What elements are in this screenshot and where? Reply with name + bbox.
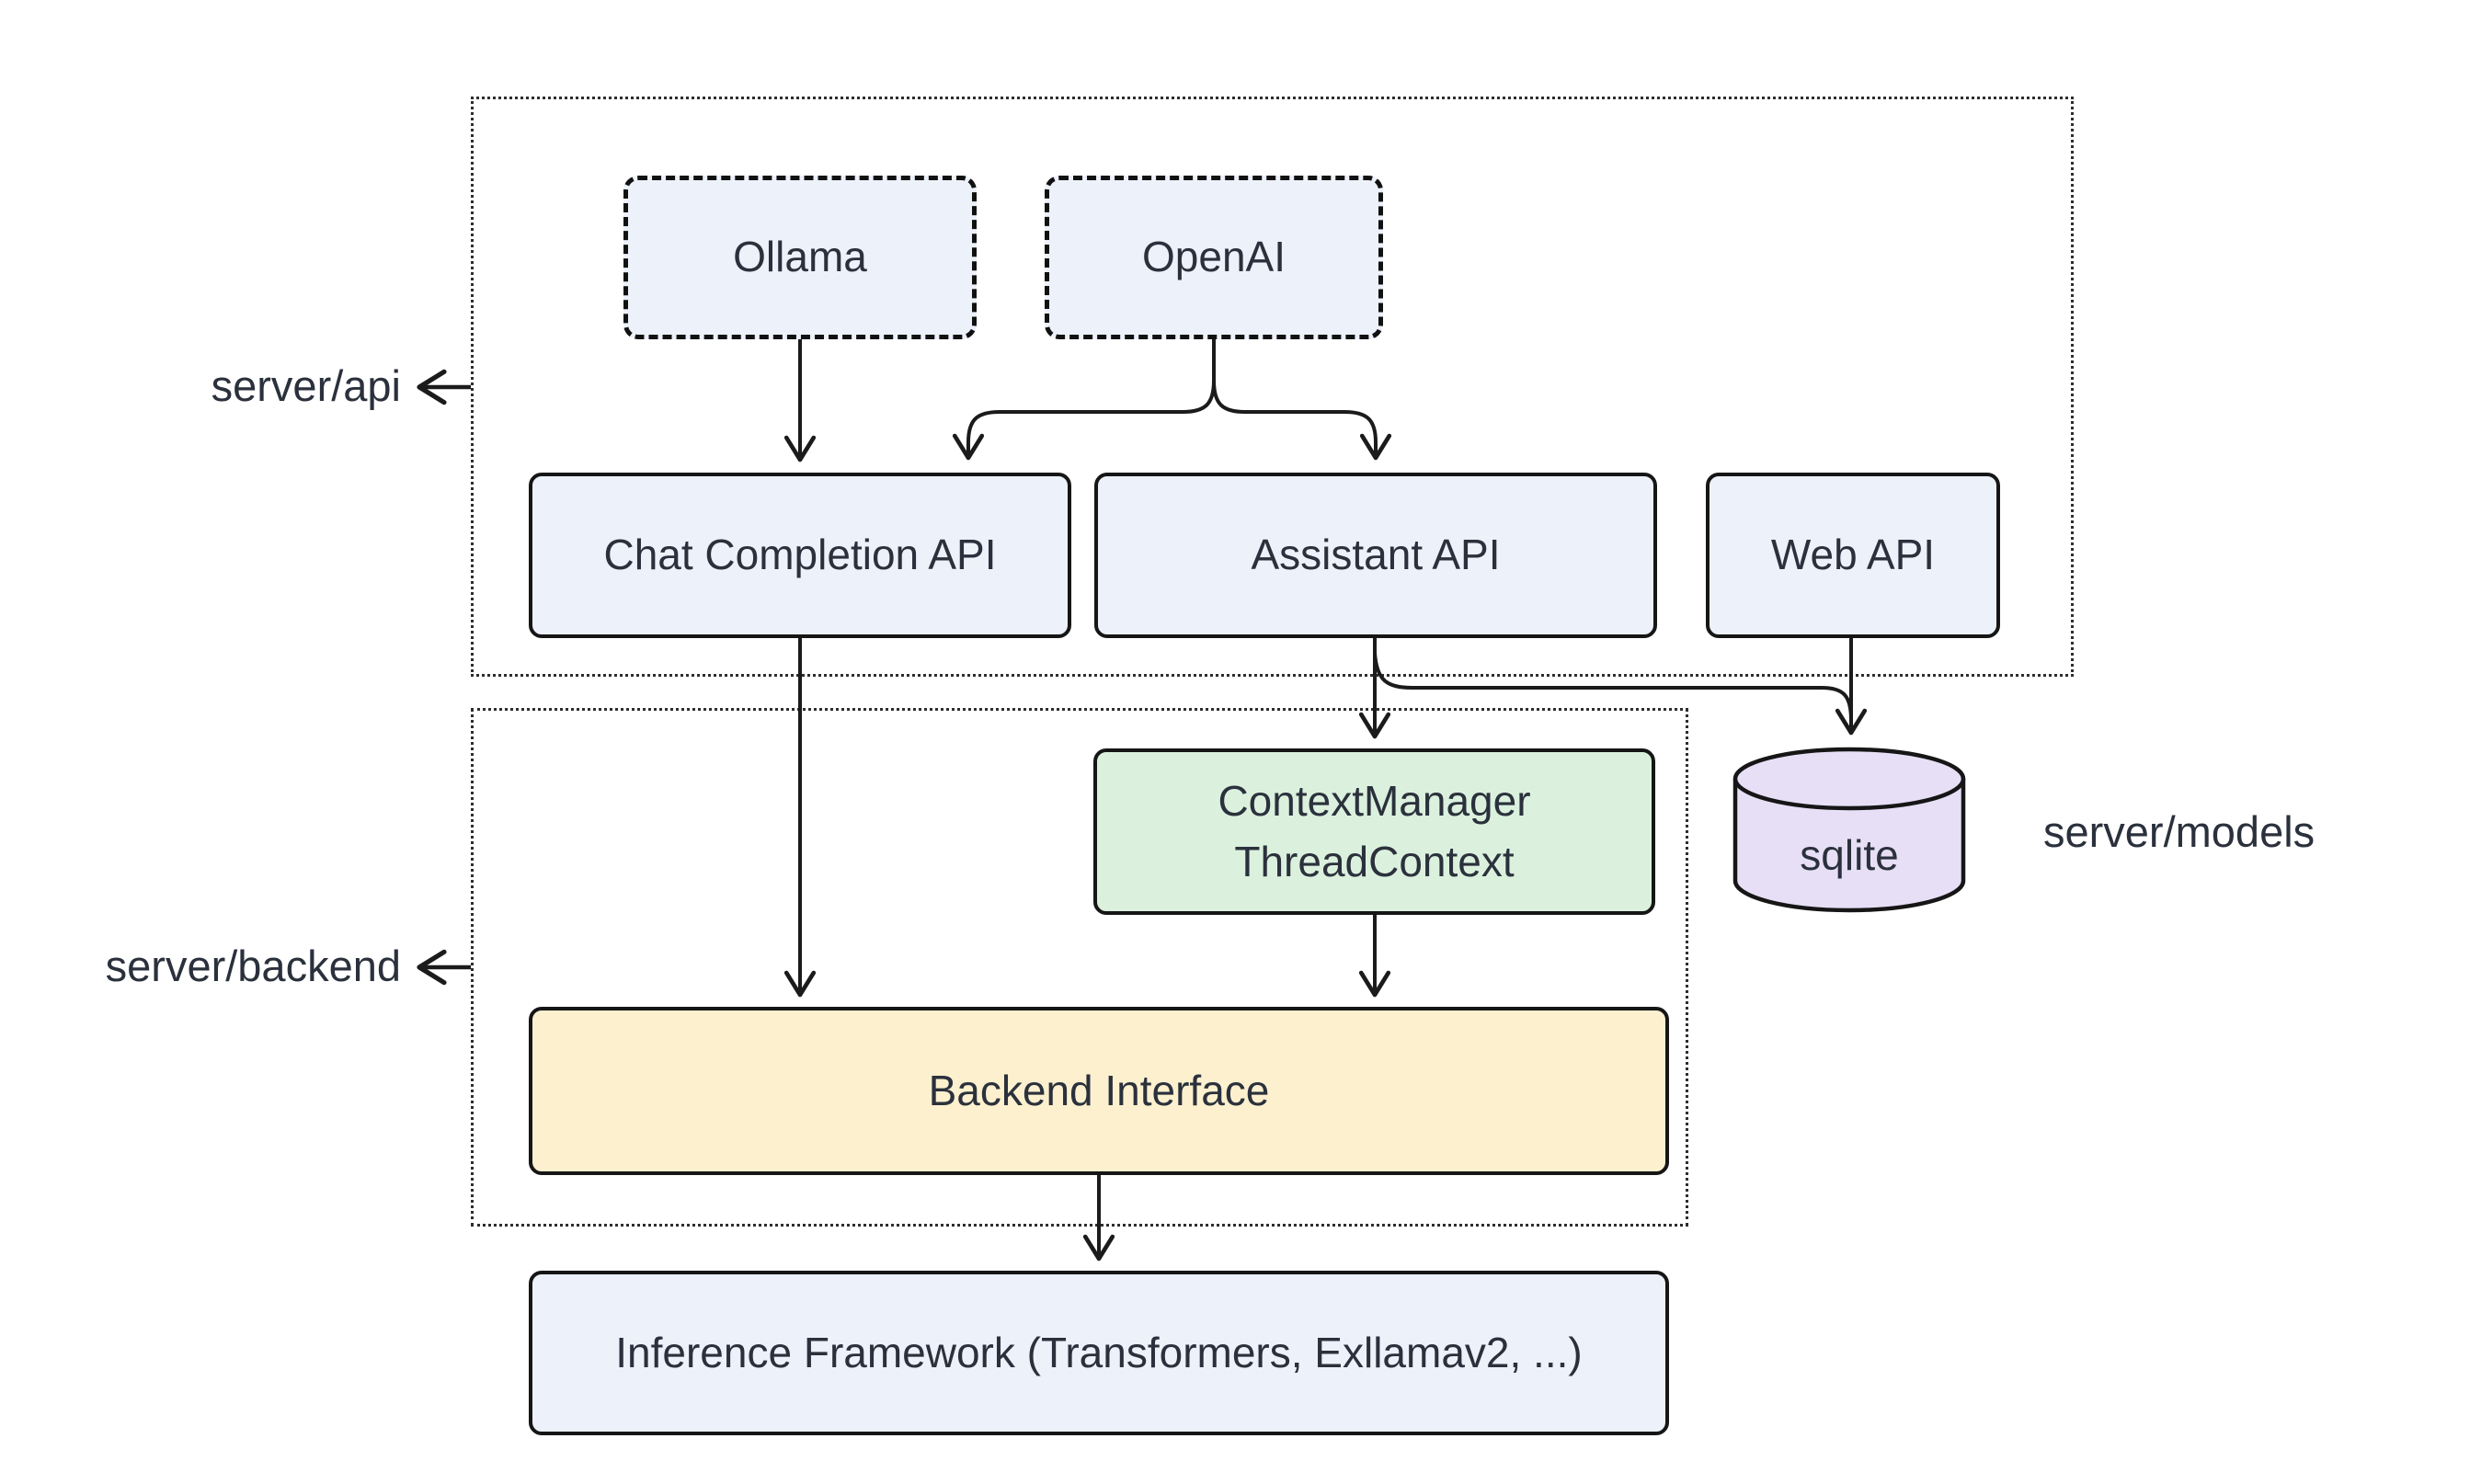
node-chat-completion-api: Chat Completion API (529, 473, 1071, 638)
node-ollama-label: Ollama (733, 233, 867, 281)
node-backend-interface: Backend Interface (529, 1007, 1669, 1175)
node-openai-label: OpenAI (1142, 233, 1286, 281)
group-label-server-backend: server/backend (105, 942, 401, 990)
group-server-backend (471, 708, 1688, 1227)
node-chat-completion-api-label: Chat Completion API (603, 531, 997, 579)
node-context-manager-label-line2: ThreadContext (1234, 837, 1515, 885)
node-web-api-label: Web API (1770, 531, 1936, 579)
node-assistant-api-label: Assistant API (1251, 531, 1501, 579)
node-context-manager-label-line1: ContextManager (1218, 777, 1531, 826)
label-server-models: server/models (2043, 807, 2316, 856)
group-label-server-api: server/api (211, 361, 401, 410)
node-sqlite-label: sqlite (1800, 831, 1898, 879)
node-web-api: Web API (1706, 473, 2000, 638)
node-backend-interface-label: Backend Interface (928, 1066, 1270, 1114)
node-openai: OpenAI (1045, 176, 1383, 339)
node-sqlite: sqlite (1732, 747, 1966, 913)
node-context-manager: ContextManager ThreadContext (1093, 748, 1655, 915)
node-inference-framework: Inference Framework (Transformers, Exlla… (529, 1271, 1669, 1435)
node-ollama: Ollama (623, 176, 977, 339)
node-inference-framework-label: Inference Framework (Transformers, Exlla… (615, 1328, 1583, 1376)
node-assistant-api: Assistant API (1094, 473, 1657, 638)
group-server-api (471, 97, 2074, 677)
database-cylinder-icon (1732, 747, 1966, 913)
